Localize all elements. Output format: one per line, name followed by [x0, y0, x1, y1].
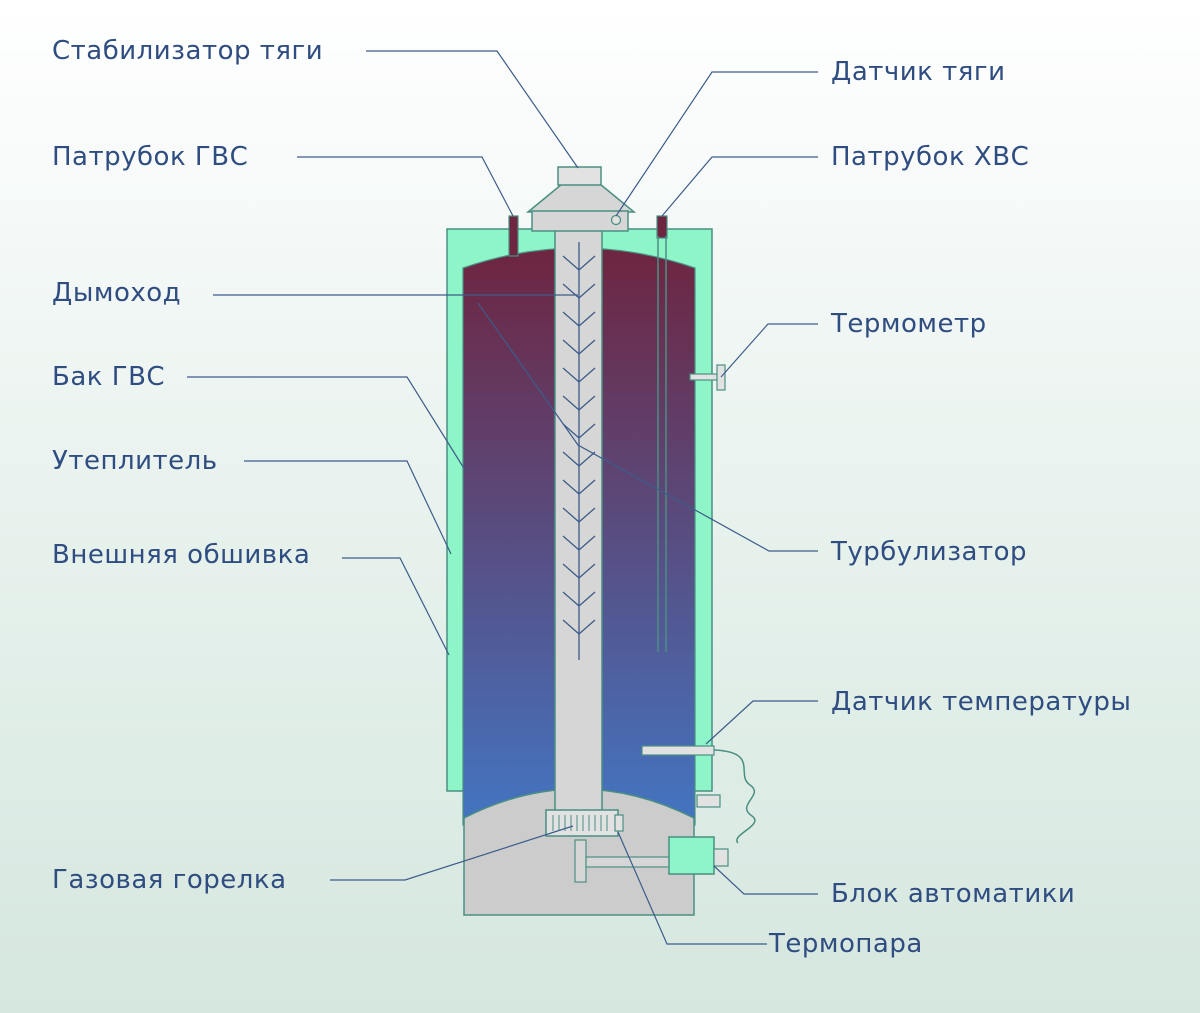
hot-water-pipe	[508, 215, 519, 257]
turbulator-chevron	[562, 563, 596, 579]
turbulator-chevron	[562, 423, 596, 439]
turbulator	[562, 242, 596, 660]
gas-supply-pipe-horizontal	[585, 856, 671, 868]
label-hot-water-tank: Бак ГВС	[52, 362, 166, 392]
temperature-sensor	[641, 745, 715, 756]
leader-hot-water-tank	[187, 376, 466, 471]
leader-temperature-sensor	[705, 700, 818, 745]
label-gas-burner: Газовая горелка	[52, 865, 287, 895]
leader-control-unit	[713, 865, 818, 895]
draft-stabilizer-cap	[557, 166, 602, 186]
burner-ribs	[552, 815, 608, 831]
turbulator-chevron	[562, 507, 596, 523]
leader-gas-burner	[330, 825, 574, 881]
temperature-sensor-wire	[713, 749, 756, 844]
turbulator-chevron	[562, 311, 596, 327]
turbulator-chevron	[562, 619, 596, 635]
turbulator-chevron	[562, 283, 596, 299]
label-outer-casing: Внешняя обшивка	[52, 540, 311, 570]
control-unit	[668, 836, 715, 875]
turbulator-chevron	[562, 339, 596, 355]
leader-lines	[187, 50, 818, 945]
label-thermocouple: Термопара	[769, 929, 923, 959]
thermometer-head	[716, 364, 726, 391]
leader-thermometer	[720, 323, 818, 378]
leader-thermocouple	[617, 831, 767, 945]
label-draft-sensor: Датчик тяги	[831, 57, 1006, 87]
draft-stabilizer-hood	[525, 183, 637, 213]
control-unit-knob	[713, 848, 729, 867]
draft-sensor-icon	[610, 214, 622, 226]
label-temperature-sensor: Датчик температуры	[831, 687, 1132, 717]
turbulator-chevron	[562, 535, 596, 551]
leader-turbulator	[477, 302, 818, 552]
gas-supply-pipe	[574, 839, 587, 883]
cold-water-pipe-head	[656, 215, 668, 239]
turbulator-chevron	[562, 367, 596, 383]
leader-cold-water-pipe	[661, 156, 818, 217]
turbulator-chevron	[562, 255, 596, 271]
burner-nozzle	[614, 814, 624, 832]
turbulator-chevron	[562, 591, 596, 607]
label-turbulator: Турбулизатор	[831, 537, 1028, 567]
leader-draft-sensor	[615, 71, 818, 217]
label-cold-water-pipe: Патрубок ХВС	[831, 142, 1030, 172]
side-valve	[696, 794, 721, 808]
label-flue: Дымоход	[52, 278, 182, 308]
draft-stabilizer-base	[531, 210, 629, 232]
turbulator-chevron	[562, 451, 596, 467]
leader-outer-casing	[342, 557, 450, 656]
label-thermometer: Термометр	[831, 309, 987, 339]
label-insulation: Утеплитель	[52, 446, 218, 476]
turbulator-chevron	[562, 479, 596, 495]
turbulator-chevron	[562, 395, 596, 411]
label-control-unit: Блок автоматики	[831, 879, 1076, 909]
leader-hot-water-pipe	[297, 156, 514, 217]
thermometer-stem	[689, 373, 721, 381]
leader-insulation	[244, 460, 452, 555]
leader-draft-stabilizer	[366, 50, 579, 169]
label-draft-stabilizer: Стабилизатор тяги	[52, 36, 324, 66]
label-hot-water-pipe: Патрубок ГВС	[52, 142, 249, 172]
gas-burner	[545, 809, 619, 837]
